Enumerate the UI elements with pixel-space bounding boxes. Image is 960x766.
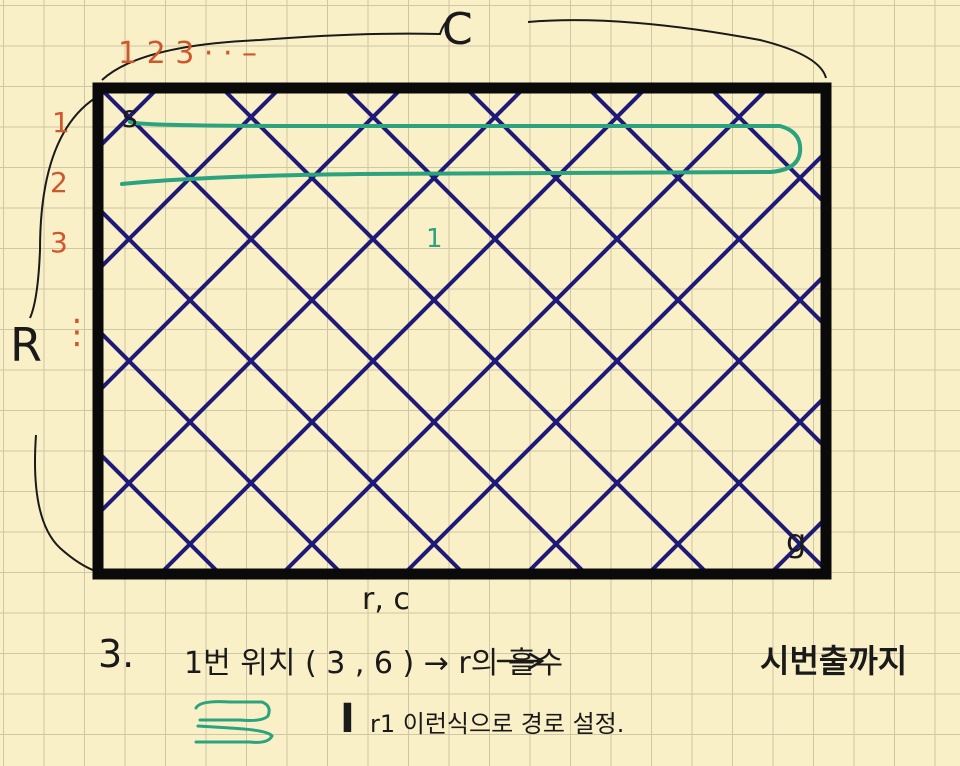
row-index-3: 3	[50, 226, 68, 259]
diagonal-line-up	[280, 88, 770, 574]
diagonal-line-down	[98, 205, 466, 574]
top-brace-right	[527, 19, 827, 79]
diagonal-line-down	[586, 88, 828, 331]
left-brace-lower	[34, 434, 99, 573]
diagonal-line-down	[832, 88, 960, 574]
diagonal-line-up	[402, 147, 828, 574]
row-index-1: 1	[52, 106, 70, 139]
diagonal-lattice	[98, 88, 960, 574]
rc-label: r, c	[362, 582, 410, 617]
diagonal-line-up	[98, 88, 282, 273]
goal-label: g	[786, 522, 807, 560]
highlight-path	[120, 120, 803, 186]
diagonal-line-down	[98, 88, 588, 574]
teal-equals-mark	[194, 700, 274, 744]
area-mark: 1	[426, 224, 443, 254]
column-indices: 1 2 3 · · –	[118, 36, 258, 71]
diagonal-line-down	[464, 88, 828, 453]
r-label: R	[10, 318, 42, 372]
diagonal-line-down	[220, 88, 710, 574]
row-index-dots: ⋮	[60, 312, 94, 352]
diagonal-line-up	[98, 88, 526, 517]
diagonal-line-up	[524, 269, 828, 574]
arrow-icon	[496, 652, 545, 670]
top-brace	[101, 12, 471, 81]
note-line-1: 1번 위치 ( 3 , 6 ) → r의 홀수	[184, 646, 564, 681]
note-line-2-symbol: I	[340, 696, 355, 742]
diagonal-line-down	[98, 449, 222, 574]
diagonal-line-down	[342, 88, 828, 574]
diagonal-line-down	[708, 88, 828, 209]
note-line-1-right: 시번출까지	[760, 642, 908, 680]
left-brace	[29, 94, 101, 319]
start-label: s	[122, 100, 138, 135]
diagonal-line-up	[158, 88, 648, 574]
row-index-2: 2	[50, 166, 68, 199]
c-label: C	[442, 4, 473, 55]
grid-frame	[92, 82, 832, 580]
diagonal-line-up	[98, 88, 404, 395]
diagonal-line-up	[646, 391, 828, 574]
note-line-2: r1 이런식으로 경로 설정.	[370, 710, 625, 738]
note-number: 3.	[98, 632, 135, 676]
